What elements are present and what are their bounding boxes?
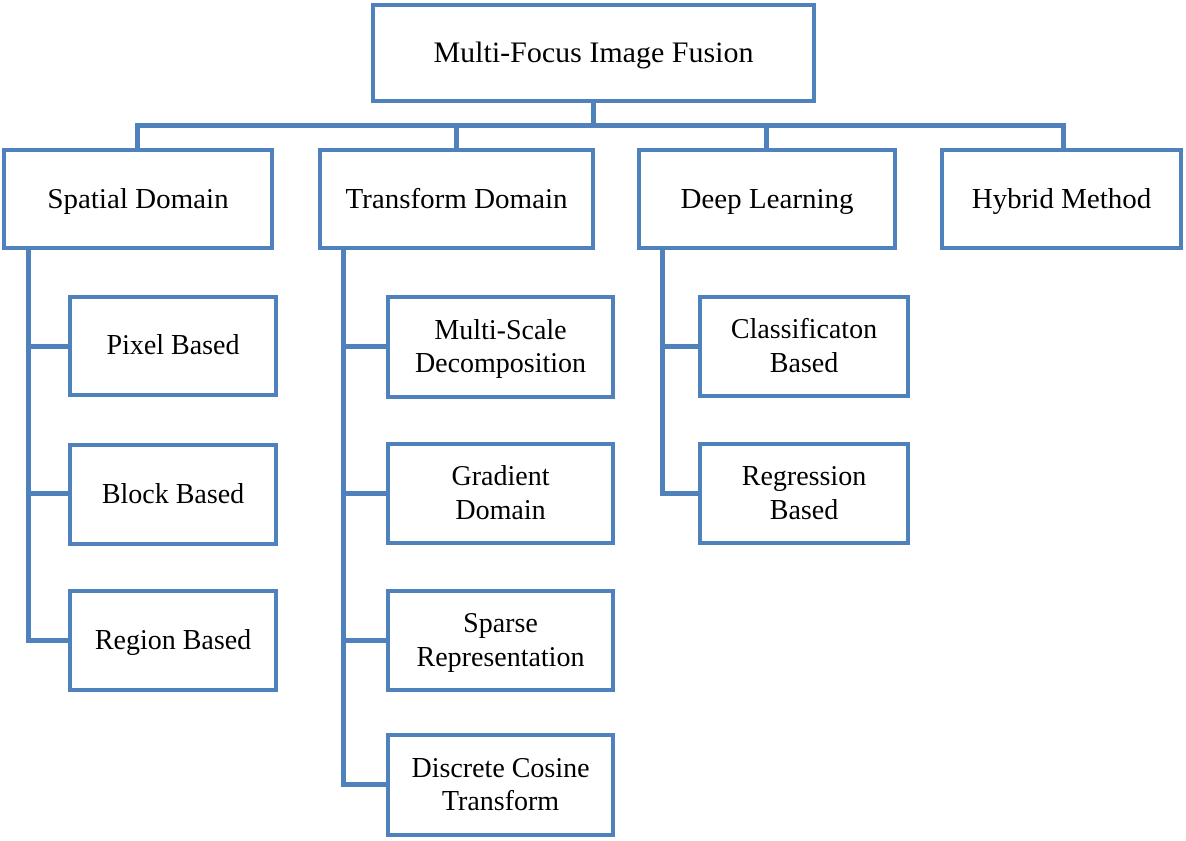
node-deep-learning: Deep Learning	[637, 148, 897, 250]
connector-deep-regression	[660, 491, 702, 496]
connector-stub-deep	[764, 123, 769, 148]
node-region-based: Region Based	[68, 589, 278, 692]
node-transform-domain: Transform Domain	[318, 148, 595, 250]
node-classification-based: Classificaton Based	[698, 295, 910, 398]
connector-deep-classification	[660, 344, 702, 349]
node-discrete-cosine-transform: Discrete Cosine Transform	[386, 733, 615, 837]
node-sparse-representation: Sparse Representation	[386, 589, 615, 692]
connector-transform-sparse	[341, 638, 390, 643]
node-pixel-based: Pixel Based	[68, 295, 278, 397]
connector-transform-msd	[341, 344, 390, 349]
node-multi-focus-image-fusion: Multi-Focus Image Fusion	[371, 3, 816, 103]
node-hybrid-method: Hybrid Method	[940, 148, 1183, 250]
connector-transform-vertical	[341, 250, 346, 787]
connector-stub-transform	[454, 123, 459, 148]
connector-transform-gradient	[341, 491, 390, 496]
connector-spatial-vertical	[26, 250, 31, 643]
node-gradient-domain: Gradient Domain	[386, 442, 615, 545]
connector-main-horizontal	[135, 123, 1066, 128]
connector-spatial-pixel	[26, 344, 72, 349]
connector-root-stub	[591, 103, 596, 125]
node-regression-based: Regression Based	[698, 442, 910, 545]
connector-spatial-block	[26, 491, 72, 496]
connector-spatial-region	[26, 638, 72, 643]
node-block-based: Block Based	[68, 443, 278, 546]
node-multi-scale-decomposition: Multi-Scale Decomposition	[386, 295, 615, 399]
connector-stub-spatial	[135, 123, 140, 148]
connector-transform-dct	[341, 782, 390, 787]
connector-stub-hybrid	[1061, 123, 1066, 148]
node-spatial-domain: Spatial Domain	[2, 148, 274, 250]
connector-deep-vertical	[660, 250, 665, 496]
